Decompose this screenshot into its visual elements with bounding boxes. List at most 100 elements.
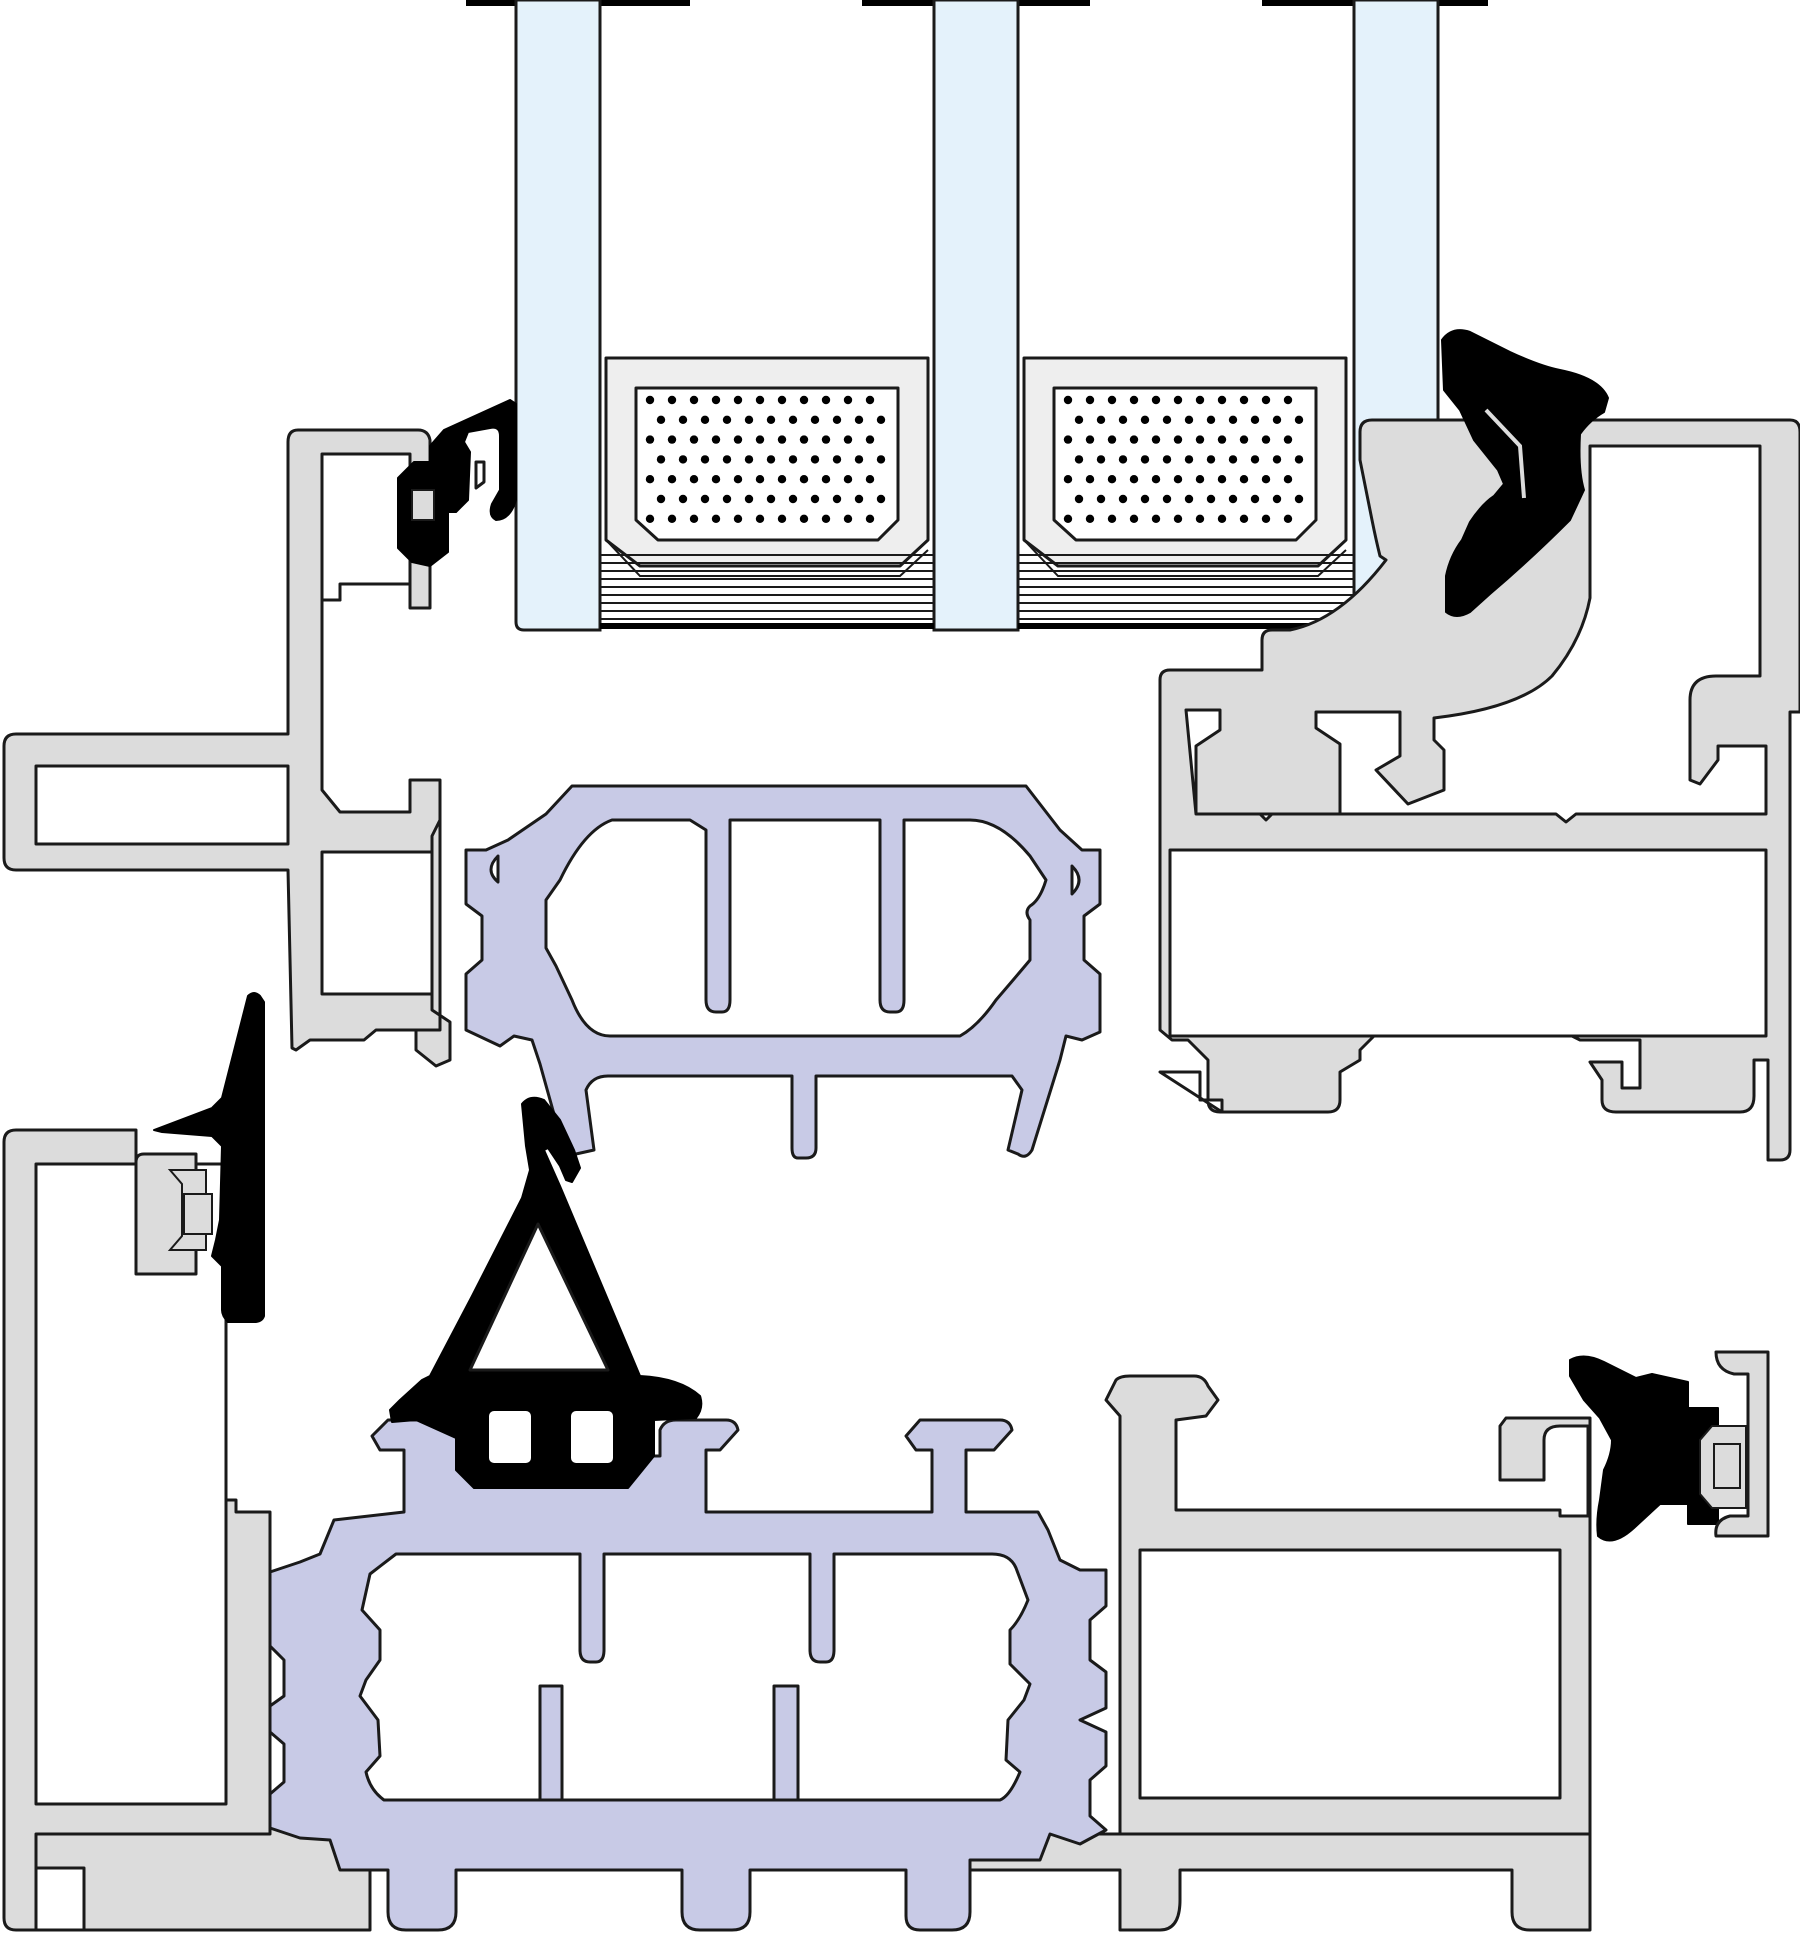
desiccant-left-dot [667, 514, 677, 523]
desiccant-left-dot [766, 455, 776, 464]
desiccant-left-dot [810, 415, 820, 424]
desiccant-left-dot [865, 475, 875, 484]
desiccant-left-dot [799, 475, 809, 484]
spacer-left [600, 356, 934, 629]
desiccant-right-dot [1250, 455, 1260, 464]
desiccant-left-dot [733, 435, 743, 444]
desiccant-left-dot [865, 435, 875, 444]
sash-lower-void [320, 850, 434, 996]
desiccant-right-dot [1162, 415, 1172, 424]
desiccant-left-dot [645, 395, 655, 405]
desiccant-right-dot [1074, 494, 1084, 504]
desiccant-right-dot [1096, 494, 1106, 504]
desiccant-left-dot [876, 455, 886, 464]
desiccant-right-dot [1173, 395, 1183, 405]
desiccant-right-dot [1217, 435, 1227, 444]
desiccant-right-dot [1151, 435, 1161, 444]
desiccant-left-dot [711, 395, 721, 405]
desiccant-left-dot [755, 395, 765, 405]
desiccant-right-dot [1063, 395, 1073, 405]
glazing-gasket-left [397, 399, 517, 567]
desiccant-right-dot [1129, 475, 1139, 484]
desiccant-left-dot [689, 435, 699, 444]
desiccant-right-dot [1195, 435, 1205, 444]
desiccant-right-dot [1107, 514, 1117, 523]
desiccant-left-dot [777, 395, 787, 405]
glazing-gasket-left-key [411, 489, 435, 521]
desiccant-right-dot [1140, 455, 1150, 464]
desiccant-right-dot [1272, 415, 1282, 424]
desiccant-right-dot [1239, 435, 1249, 444]
desiccant-left-dot [700, 494, 710, 504]
desiccant-left-dot [755, 514, 765, 523]
tb-upper-notch-r1 [1070, 864, 1081, 896]
desiccant-right-dot [1239, 514, 1249, 523]
desiccant-dots-right [1063, 395, 1304, 523]
desiccant-right-dot [1217, 395, 1227, 405]
inner-seal-gasket [1569, 1355, 1719, 1542]
desiccant-left-dot [711, 514, 721, 523]
center-seal-cell-2 [569, 1409, 615, 1465]
desiccant-left-dot [755, 475, 765, 484]
desiccant-right-dot [1063, 514, 1073, 523]
desiccant-right-dot [1140, 494, 1150, 504]
desiccant-right-dot [1107, 435, 1117, 444]
desiccant-left-dot [733, 395, 743, 405]
desiccant-left-dot [689, 514, 699, 523]
tb-upper-notch-l1 [489, 854, 500, 884]
center-seal-cell-1 [487, 1409, 533, 1465]
desiccant-right-dot [1173, 435, 1183, 444]
desiccant-right-dot [1228, 494, 1238, 504]
desiccant-right-dot [1261, 395, 1271, 405]
desiccant-left-dot [810, 455, 820, 464]
desiccant-left-dot [656, 455, 666, 464]
sealant-lines-left [600, 554, 934, 629]
glazing-gasket-left-slot [474, 460, 486, 490]
desiccant-right-dot [1228, 415, 1238, 424]
desiccant-left-dot [667, 475, 677, 484]
desiccant-right-dot [1129, 514, 1139, 523]
glazing-gasket-right-crease [1484, 408, 1526, 499]
desiccant-dots-left [645, 395, 886, 523]
desiccant-right-dot [1217, 475, 1227, 484]
desiccant-right-dot [1195, 475, 1205, 484]
desiccant-right-dot [1283, 475, 1293, 484]
desiccant-right-dot [1129, 395, 1139, 405]
desiccant-left-dot [843, 435, 853, 444]
desiccant-right-dot [1239, 475, 1249, 484]
desiccant-right-dot [1063, 435, 1073, 444]
desiccant-left-dot [722, 494, 732, 504]
desiccant-left-dot [656, 494, 666, 504]
desiccant-right-dot [1085, 395, 1095, 405]
tb-lower-web-1 [538, 1684, 564, 1802]
desiccant-left-dot [722, 455, 732, 464]
desiccant-left-dot [645, 435, 655, 444]
desiccant-right-dot [1239, 395, 1249, 405]
desiccant-left-dot [755, 435, 765, 444]
desiccant-left-dot [645, 514, 655, 523]
desiccant-left-dot [843, 514, 853, 523]
desiccant-right-dot [1074, 455, 1084, 464]
desiccant-left-dot [744, 415, 754, 424]
desiccant-left-dot [843, 395, 853, 405]
desiccant-right-dot [1228, 455, 1238, 464]
desiccant-left-dot [700, 455, 710, 464]
desiccant-left-dot [678, 455, 688, 464]
desiccant-right-dot [1151, 514, 1161, 523]
sash-lower-lip [1158, 1070, 1224, 1114]
glazing-unit [466, 0, 1488, 632]
desiccant-right-dot [1085, 514, 1095, 523]
desiccant-left-dot [854, 415, 864, 424]
desiccant-left-dot [832, 415, 842, 424]
sash-right-gap [1184, 444, 1768, 824]
inner-seal-gasket-lug [1713, 1443, 1741, 1489]
desiccant-right-dot [1195, 395, 1205, 405]
desiccant-left-dot [799, 514, 809, 523]
desiccant-right-dot [1294, 415, 1304, 424]
glazing-gasket-right [1441, 329, 1609, 617]
desiccant-right-dot [1074, 415, 1084, 424]
desiccant-left-dot [711, 435, 721, 444]
glass-pane-outer [514, 0, 602, 632]
desiccant-left-dot [843, 475, 853, 484]
